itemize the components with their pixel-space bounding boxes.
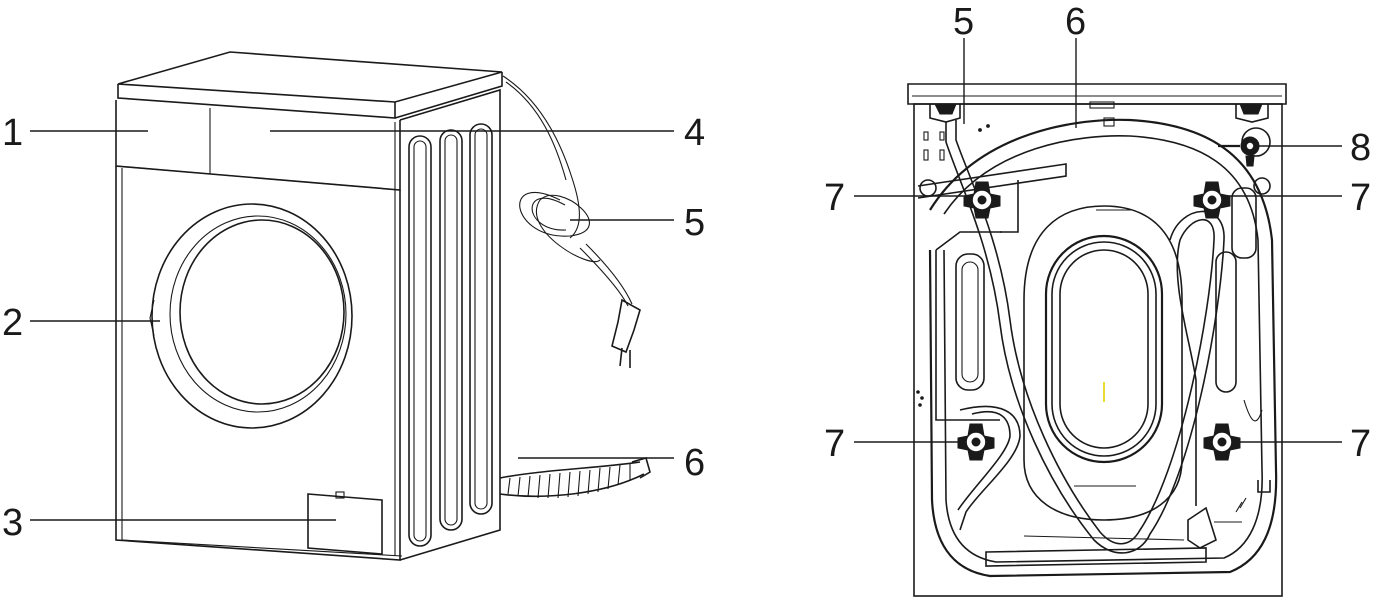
- power-plug-icon: [611, 298, 641, 368]
- callout-1: 1: [2, 112, 23, 154]
- callout-2: 2: [2, 302, 23, 344]
- rear-view: [907, 83, 1287, 597]
- callout-rear-5: 5: [953, 1, 974, 43]
- callout-rear-7-bottom-right: 7: [1350, 423, 1371, 465]
- callout-rear-8: 8: [1350, 127, 1371, 169]
- callout-rear-7-bottom-left: 7: [824, 423, 845, 465]
- transit-bolt-icon: [1203, 423, 1241, 461]
- inlet-valve-icon: [1218, 127, 1271, 167]
- drain-hose-icon: [499, 457, 651, 499]
- callout-6: 6: [684, 442, 705, 484]
- callout-rear-7-top-left: 7: [824, 177, 845, 219]
- transit-bolt-icon: [963, 181, 1001, 219]
- callout-3: 3: [2, 502, 23, 544]
- callout-rear-6: 6: [1065, 1, 1086, 43]
- front-view: [115, 51, 651, 561]
- callout-rear-7-top-right: 7: [1350, 177, 1371, 219]
- callout-4: 4: [684, 112, 705, 154]
- transit-bolt-icon: [957, 423, 995, 461]
- callout-5: 5: [684, 202, 705, 244]
- transit-bolt-icon: [1193, 181, 1231, 219]
